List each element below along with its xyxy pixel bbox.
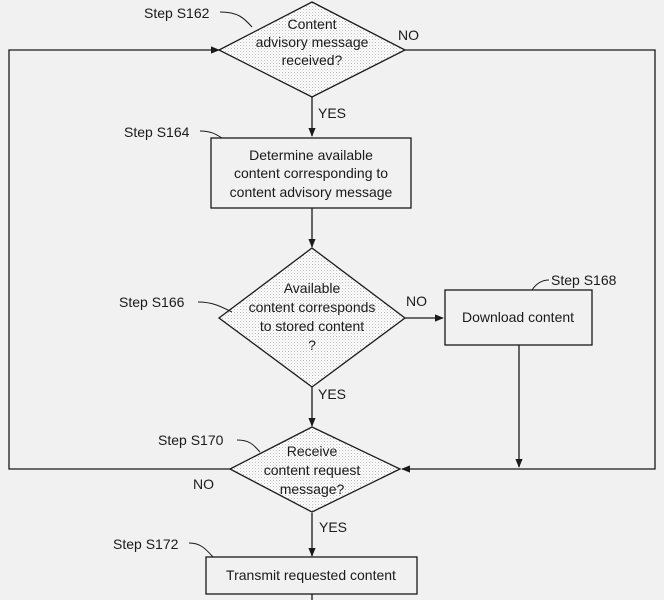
branch-s170-yes: YES bbox=[319, 519, 347, 535]
step-label-s162: Step S162 bbox=[144, 5, 210, 21]
svg-text:content corresponding to: content corresponding to bbox=[234, 165, 388, 181]
svg-text:received?: received? bbox=[282, 52, 343, 68]
svg-text:Content: Content bbox=[287, 16, 336, 32]
svg-text:Available: Available bbox=[284, 280, 341, 296]
svg-text:content corresponds: content corresponds bbox=[249, 299, 376, 315]
step-label-s172: Step S172 bbox=[113, 536, 179, 552]
leader-s166 bbox=[197, 301, 233, 313]
branch-s162-yes: YES bbox=[318, 105, 346, 121]
step-label-s164: Step S164 bbox=[124, 124, 190, 140]
process-s168: Download content bbox=[444, 289, 593, 346]
leader-s172 bbox=[188, 542, 214, 558]
branch-s166-no: NO bbox=[406, 293, 427, 309]
svg-text:content advisory message: content advisory message bbox=[230, 184, 393, 200]
svg-text:content request: content request bbox=[264, 462, 361, 478]
step-label-s168: Step S168 bbox=[551, 272, 617, 288]
leader-s164 bbox=[199, 130, 223, 139]
decision-s170: Receive content request message? bbox=[228, 426, 402, 513]
decision-s162: Content advisory message received? bbox=[217, 1, 407, 98]
arrow-s162-no-to-s170 bbox=[401, 49, 656, 473]
svg-text:to stored content: to stored content bbox=[260, 318, 364, 334]
svg-text:Determine available: Determine available bbox=[249, 147, 373, 163]
svg-text:Transmit requested content: Transmit requested content bbox=[226, 567, 396, 583]
svg-text:message?: message? bbox=[280, 481, 345, 497]
svg-text:advisory message: advisory message bbox=[256, 34, 369, 50]
step-label-s166: Step S166 bbox=[119, 294, 185, 310]
branch-s170-no: NO bbox=[193, 476, 214, 492]
step-label-s170: Step S170 bbox=[158, 432, 224, 448]
arrow-s170-no-to-s162 bbox=[8, 46, 230, 470]
leader-s170 bbox=[236, 439, 261, 453]
svg-text:Receive: Receive bbox=[287, 443, 338, 459]
svg-text:?: ? bbox=[308, 337, 316, 353]
leader-s168 bbox=[531, 279, 550, 291]
decision-s166: Available content corresponds to stored … bbox=[217, 247, 407, 388]
branch-s162-no: NO bbox=[398, 27, 419, 43]
leader-s162 bbox=[219, 11, 253, 28]
process-s164: Determine available content correspondin… bbox=[210, 137, 412, 209]
process-s172: Transmit requested content bbox=[205, 556, 418, 595]
branch-s166-yes: YES bbox=[318, 386, 346, 402]
svg-text:Download content: Download content bbox=[462, 309, 574, 325]
